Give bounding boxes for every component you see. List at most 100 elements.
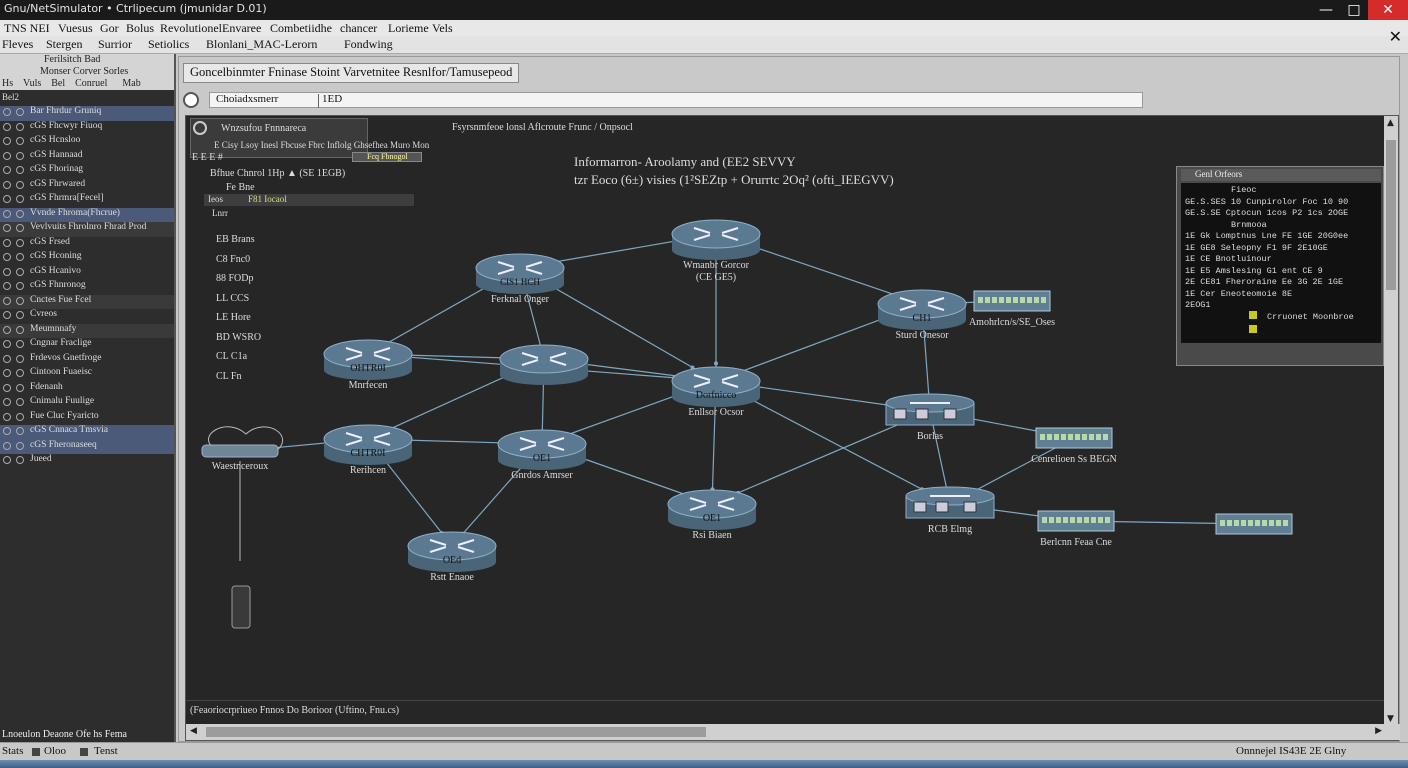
column-header[interactable]: Bel [51,78,66,89]
status-item[interactable]: Tenst [94,745,118,757]
tree-item[interactable]: Jueed [0,454,174,469]
tree-item[interactable]: cGS Fhrwared [0,179,174,194]
hscroll-thumb[interactable] [206,727,706,737]
address-field[interactable]: Choiadxsmerr 1ED [209,92,1143,108]
tree-item[interactable]: cGS Frsed [0,237,174,252]
column-header[interactable]: Mab [122,78,141,89]
expand-icon[interactable] [3,166,11,174]
left-panel-field[interactable]: Ieos F81 Iocaol [204,194,414,206]
scroll-down-icon[interactable]: ▼ [1387,714,1394,724]
scroll-thumb[interactable] [1386,140,1396,290]
tree-item[interactable]: Meumnnafy [0,323,174,338]
menu-item[interactable]: Bolus [126,21,155,35]
tree-item[interactable]: cGS Fhrmra[Fecel] [0,193,174,208]
expand-icon[interactable] [3,180,11,189]
column-header[interactable]: Vuls [22,78,42,89]
close-icon[interactable]: ✕ [1368,0,1408,20]
expand-icon[interactable] [3,456,11,464]
menu-item[interactable]: Lorieme [388,21,429,35]
vertical-scrollbar[interactable]: ▲ ▼ [1384,116,1398,726]
menu-item[interactable]: Gor [100,21,119,35]
menu-item-settings[interactable]: Setiolics [148,37,190,51]
panel-node[interactable]: Amohrlcn/s/SE_Oses [969,290,1055,328]
tree-item[interactable]: Cnimalu Fuulige [0,396,174,411]
tree-item[interactable]: cGS Fhorinag [0,164,174,179]
wireless-node[interactable]: Waestnceroux [201,444,279,472]
expand-icon[interactable] [3,137,11,145]
tree-item[interactable]: Frdevos Gnetfroge [0,353,174,368]
column-header[interactable]: Hs [2,78,14,89]
expand-icon[interactable] [3,354,11,363]
tree-item[interactable]: Cvreos [0,309,174,324]
canvas-toolbar[interactable]: E Cisy Lsoy Inesl Fbcuse Fbrc Inflolg Gh… [214,140,430,150]
toolbar-badge[interactable]: Fcq Fbnogol [352,152,422,162]
expand-icon[interactable] [3,151,11,160]
tree-item[interactable]: Fue Cluc Fyaricto [0,411,174,426]
globe-icon[interactable] [183,92,199,108]
router-node[interactable] [499,344,589,385]
switch-node[interactable]: RCB Elmg [905,486,995,535]
menu-item-file[interactable]: Fleves [2,37,34,51]
menu-item[interactable]: Envaree [222,21,262,35]
tree-item[interactable]: Cnctes Fue Fcel [0,294,174,309]
expand-icon[interactable] [3,238,11,247]
menu-item-view[interactable]: Surrior [98,37,132,51]
expand-icon[interactable] [3,369,11,377]
tree-item[interactable]: Cngnar Fraclige [0,338,174,353]
router-node[interactable]: Wmanbr Gorcor(CE GE5) [671,219,761,283]
status-item[interactable]: Oloo [44,745,66,757]
tree-item[interactable]: cGS Hcanivo [0,266,174,281]
tree-item[interactable]: cGS Hconing [0,251,174,266]
tree-item[interactable]: cGS Hannaad [0,150,174,165]
tree-item[interactable]: Cintoon Fuaeisc [0,367,174,382]
expand-icon[interactable] [3,441,11,450]
menu-item-mac[interactable]: Blonlani_MAC-Lerorn [206,37,318,51]
expand-icon[interactable] [3,398,11,406]
expand-icon[interactable] [3,311,11,319]
tree-item[interactable]: cGS Fhnronog [0,280,174,295]
tree-item[interactable]: Bar Fhrdur Gruniq [0,106,174,121]
scroll-left-icon[interactable]: ◀ [190,726,197,736]
expand-icon[interactable] [3,209,11,218]
tree-item[interactable]: cGS Fheronaseeq [0,439,174,454]
menu-item[interactable]: Combetiidhe [270,21,332,35]
expand-icon[interactable] [3,427,11,435]
tab-strip[interactable]: Goncelbinmter Fninase Stoint Varvetnitee… [183,63,520,83]
expand-icon[interactable] [3,282,11,290]
tree-item[interactable]: Fdenanh [0,382,174,397]
panel-node[interactable] [1215,513,1293,535]
menu-item[interactable]: Vels [432,21,453,35]
panel-node[interactable]: Berlcnn Feaa Cne [1037,510,1115,548]
expand-icon[interactable] [3,253,11,261]
panel-node[interactable]: Cenrelioen Ss BEGN [1031,427,1117,465]
expand-icon[interactable] [3,267,11,276]
expand-icon[interactable] [3,340,11,348]
expand-icon[interactable] [3,296,11,305]
column-header[interactable]: Conruel [75,78,108,89]
menu-item[interactable]: Vuesus [58,21,93,35]
close-document-icon[interactable]: ✕ [1388,27,1402,46]
scroll-up-icon[interactable]: ▲ [1387,118,1394,128]
tree-item[interactable]: cGS Cnnaca Tmsvia [0,425,174,440]
expand-icon[interactable] [3,195,11,203]
topology-canvas[interactable]: Wnzsufou Fnnnareca Fsyrsnmfeoe lonsl Afl… [185,115,1400,741]
expand-icon[interactable] [3,122,11,131]
tree-item[interactable]: Vevlvuits Fhrolnro Fhrad Prod [0,222,174,237]
tree-item[interactable]: Vvnde Fhroma(Fhcrue) [0,207,174,222]
switch-node[interactable]: Borlas [885,393,975,442]
expand-icon[interactable] [3,325,11,334]
horizontal-scrollbar[interactable]: ◀ ▶ [186,724,1400,740]
expand-icon[interactable] [3,412,11,421]
menu-item[interactable]: Revolutionel [160,21,222,35]
expand-icon[interactable] [3,108,11,116]
maximize-icon[interactable]: □ [1347,2,1361,18]
minimize-icon[interactable]: — [1319,2,1333,18]
